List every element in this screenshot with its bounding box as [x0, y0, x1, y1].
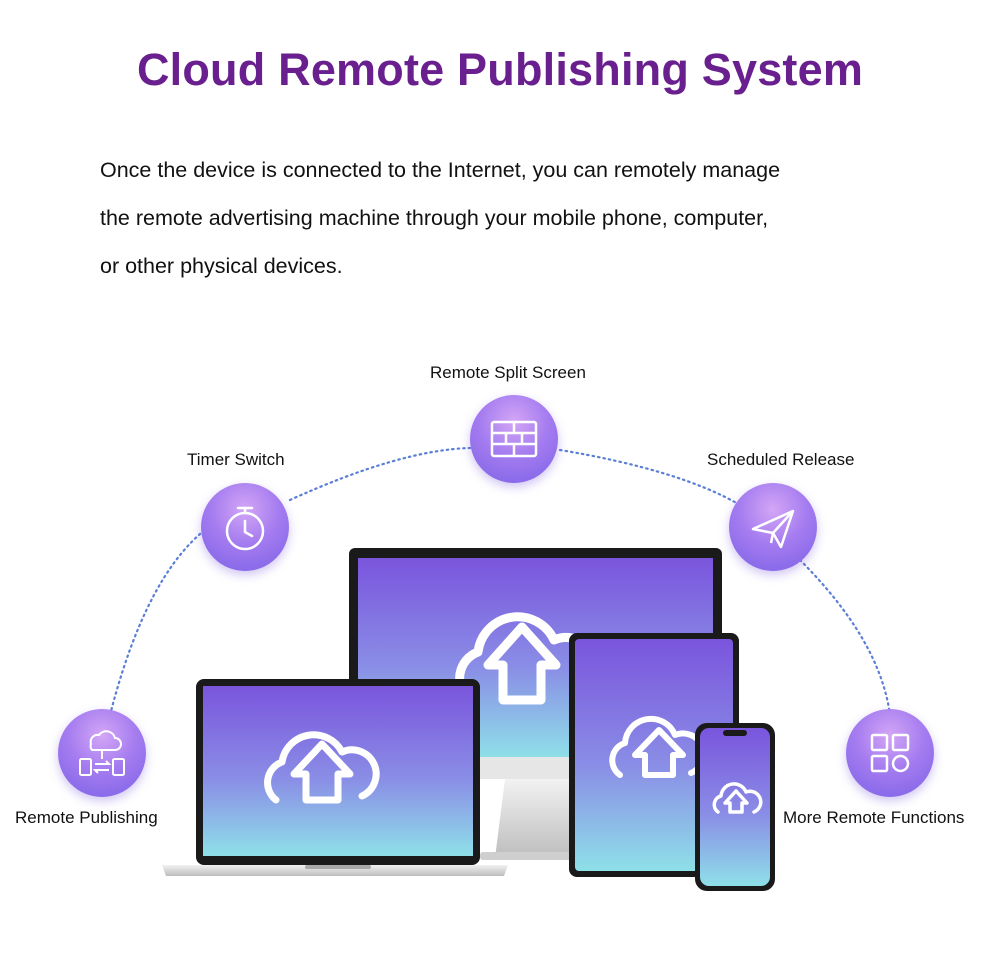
label-timer-switch: Timer Switch — [187, 450, 285, 469]
node-remote-publishing[interactable] — [58, 709, 146, 797]
cloud-upload-icon — [712, 782, 763, 814]
label-remote-split-screen: Remote Split Screen — [430, 363, 586, 382]
tablet — [569, 633, 739, 877]
node-scheduled-release[interactable] — [729, 483, 817, 571]
phone — [695, 723, 775, 891]
split-grid-icon — [490, 420, 538, 458]
description-line: Once the device is connected to the Inte… — [100, 158, 781, 182]
description-line: the remote advertising machine through y… — [100, 206, 769, 230]
apps-grid-icon — [870, 733, 910, 773]
devices-sync-icon — [79, 730, 125, 776]
label-more-remote-functions: More Remote Functions — [783, 808, 965, 827]
node-remote-split-screen[interactable] — [470, 395, 558, 483]
page-title: Cloud Remote Publishing System — [136, 44, 864, 95]
description-line: or other physical devices. — [100, 254, 343, 278]
cloud-upload-icon — [264, 731, 380, 804]
paper-plane-icon — [751, 509, 795, 549]
stopwatch-icon — [225, 506, 265, 551]
node-more-remote-functions[interactable] — [846, 709, 934, 797]
label-scheduled-release: Scheduled Release — [707, 450, 855, 469]
label-remote-publishing: Remote Publishing — [15, 808, 158, 827]
node-timer-switch[interactable] — [201, 483, 289, 571]
description: Once the device is connected to the Inte… — [100, 146, 960, 290]
